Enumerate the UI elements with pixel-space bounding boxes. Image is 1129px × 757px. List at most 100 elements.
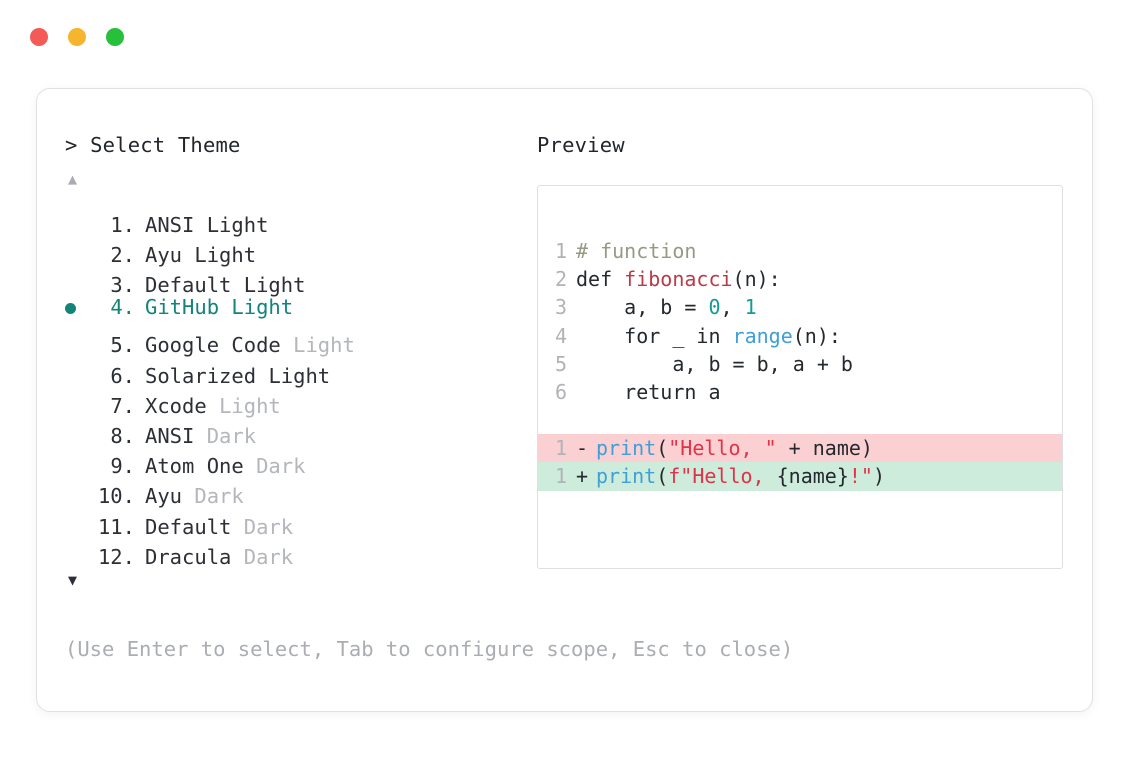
diff-line-addition: 1+print(f"Hello, {name}!") [538, 462, 1062, 491]
theme-item-variant: Light [194, 242, 257, 267]
theme-item-name: Xcode [145, 393, 207, 418]
minimize-window-button[interactable] [68, 28, 86, 46]
code-line: 2 def fibonacci(n): [538, 265, 1062, 293]
line-number: 1 [554, 464, 567, 489]
preview-title: Preview [537, 133, 625, 157]
selected-bullet-icon [65, 303, 76, 315]
close-window-button[interactable] [30, 28, 48, 46]
line-number: 1 [554, 238, 567, 263]
theme-list-item[interactable]: 12. Dracula Dark [65, 534, 535, 569]
theme-item-index: 6. [110, 363, 135, 388]
diff-line-deletion: 1-print("Hello, " + name) [538, 433, 1062, 463]
theme-item-name: Atom One [145, 454, 244, 479]
code-token: print [596, 435, 657, 460]
theme-item-index: 1. [110, 212, 135, 237]
window-traffic-lights [30, 28, 124, 46]
theme-list-item[interactable]: 5.Google Code Light [65, 322, 535, 357]
theme-item-index: 12. [97, 544, 135, 569]
theme-item-variant: Dark [206, 424, 257, 448]
theme-item-variant: Dark [243, 544, 294, 569]
code-line-content: # function [576, 237, 696, 265]
diff-marker: - [576, 435, 589, 460]
theme-list-item[interactable]: 7. Xcode Light [65, 383, 535, 418]
theme-item-name: Default [145, 514, 232, 539]
theme-item-name: Default [145, 273, 232, 298]
code-token: def [576, 266, 625, 291]
selection-bullet-cell [65, 534, 91, 564]
code-token: range [732, 323, 793, 348]
maximize-window-button[interactable] [106, 28, 124, 46]
code-token: ( [656, 464, 669, 489]
selection-bullet-cell [65, 293, 91, 323]
theme-item-index: 8. [110, 424, 135, 448]
theme-item-name: Ayu [145, 484, 183, 509]
theme-item-name: Ayu [145, 242, 183, 267]
theme-item-variant: Light [268, 363, 331, 388]
code-token: , [720, 295, 745, 320]
theme-list-item[interactable]: 10.Ayu Dark [65, 473, 535, 508]
code-line: 4 for _ in range(n): [538, 322, 1062, 350]
selection-bullet-cell [65, 232, 91, 262]
line-number: 4 [554, 323, 567, 348]
code-token: !" [848, 464, 873, 489]
scroll-down-icon[interactable]: ▼ [68, 570, 78, 589]
code-token: (n): [792, 323, 841, 348]
code-line-content: def fibonacci(n): [576, 265, 781, 293]
theme-list-item[interactable]: 6. Solarized Light [65, 352, 535, 388]
keyboard-hint: (Use Enter to select, Tab to configure s… [65, 637, 794, 661]
code-line: 5 a, b = b, a + b [538, 350, 1062, 378]
code-token: (n): [732, 266, 781, 291]
theme-item-name: Dracula [145, 544, 232, 569]
theme-list-item[interactable]: 9. Atom One Dark [65, 443, 535, 478]
code-token: for _ in [576, 323, 733, 348]
theme-item-variant: Light [293, 333, 355, 358]
code-blank-line [538, 407, 1062, 434]
theme-list-item[interactable]: 11.Default Dark [65, 503, 535, 539]
diff-line-content: print(f"Hello, {name}!") [596, 462, 885, 490]
code-token: fibonacci [624, 266, 733, 291]
code-line: 6 return a [538, 378, 1062, 406]
select-theme-prompt: > Select Theme [65, 133, 241, 157]
theme-item-name: ANSI [145, 212, 195, 237]
code-line-content: a, b = b, a + b [576, 350, 853, 378]
theme-item-index: 4. [110, 295, 135, 320]
code-token: print [596, 464, 657, 489]
code-line-content: return a [576, 378, 721, 406]
selection-bullet-cell [65, 413, 91, 443]
theme-list-item[interactable]: 3.Default Light [65, 262, 535, 297]
code-token: ) [872, 464, 886, 489]
theme-list-item[interactable]: 2.Ayu Light [65, 232, 535, 267]
code-token: ( [656, 435, 669, 460]
theme-list-item[interactable]: 1. ANSI Light [65, 202, 535, 237]
code-line-content: a, b = 0, 1 [576, 293, 756, 321]
theme-item-name: ANSI [145, 424, 195, 448]
theme-item-variant: Dark [256, 454, 306, 479]
code-token: {name} [776, 464, 849, 489]
code-token: a, b = b, a + b [576, 352, 853, 377]
theme-list-item[interactable]: 4.GitHub Light [65, 292, 535, 322]
scroll-up-icon[interactable]: ▲ [68, 169, 78, 188]
theme-item-index: 9. [110, 454, 135, 479]
line-number: 5 [554, 352, 567, 377]
code-token: return a [576, 380, 721, 405]
theme-item-index: 10. [97, 484, 135, 509]
theme-item-variant: Light [206, 212, 269, 237]
code-token: + name) [776, 435, 873, 460]
theme-list-item[interactable]: 8. ANSI Dark [65, 413, 535, 448]
code-line: 3 a, b = 0, 1 [538, 293, 1062, 321]
selection-bullet-cell [65, 352, 91, 382]
line-number: 2 [554, 266, 567, 291]
theme-item-name: Solarized [145, 363, 257, 388]
selection-bullet-cell [65, 503, 91, 533]
theme-item-variant: Light [219, 393, 281, 418]
theme-item-index: 7. [110, 393, 135, 418]
code-line-content: for _ in range(n): [576, 322, 841, 350]
line-number: 3 [554, 295, 567, 320]
theme-item-spacer [219, 292, 231, 322]
selection-bullet-cell [65, 202, 91, 232]
code-token: 0 [708, 295, 721, 320]
